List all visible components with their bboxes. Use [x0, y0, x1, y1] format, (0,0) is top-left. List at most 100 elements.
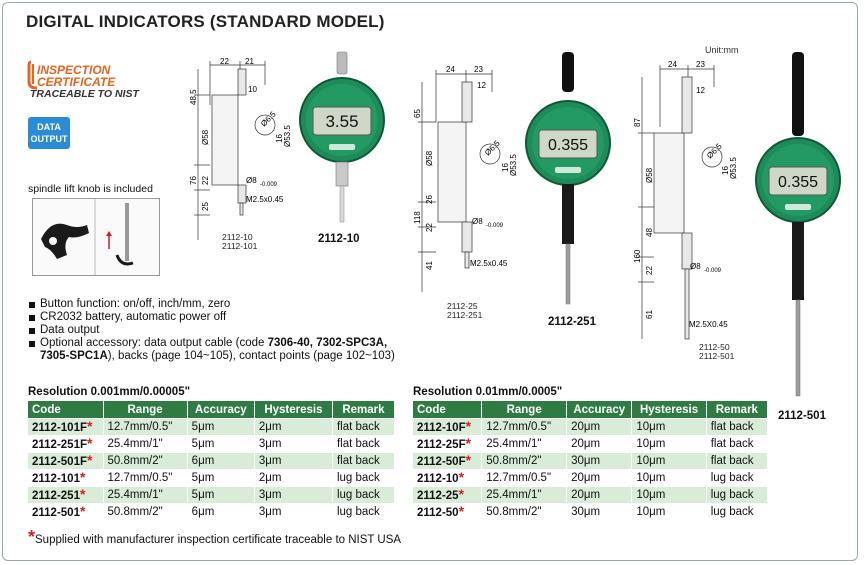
cell-remark: lug back — [705, 469, 769, 487]
indicator-2112-251: 0.355 — [525, 52, 611, 305]
feature-item: Button function: on/off, inch/mm, zero — [28, 298, 448, 311]
nist-star: * — [458, 502, 465, 519]
nist-star: * — [458, 485, 465, 502]
col-header: Accuracy — [186, 400, 255, 419]
cell-code: 2112-101* — [27, 469, 104, 487]
data-output-line1: DATA — [37, 122, 61, 132]
nist-star: * — [87, 417, 93, 434]
d2-h1: 65 — [413, 109, 422, 118]
cell-accuracy: 5μm — [186, 418, 255, 436]
cell-code: 2112-101F* — [27, 417, 104, 436]
d1-h3: 22 — [201, 176, 210, 185]
cell-range: 50.8mm/2" — [102, 503, 188, 521]
nist-star: * — [465, 417, 472, 434]
d2-h3: 26 — [425, 195, 434, 204]
cell-hysteresis: 10μm — [631, 469, 707, 487]
code-text: 2112-10F — [417, 421, 466, 434]
code-text: 2112-101 — [32, 472, 80, 485]
cell-range: 25.4mm/1" — [102, 486, 188, 504]
d2-stem: Ø8 — [472, 217, 483, 226]
cell-accuracy: 30μm — [566, 503, 633, 521]
nist-star: * — [465, 434, 472, 451]
d3-w1: 16 — [721, 166, 730, 175]
cert-line2: CERTIFICATE — [37, 75, 116, 89]
d1-dia1: Ø58 — [201, 129, 210, 145]
d1-h1: 48.5 — [190, 89, 198, 105]
table-header-row: Code Range Accuracy Hysteresis Remark — [411, 400, 769, 419]
d3-h2: 160 — [633, 249, 642, 263]
indicator-2112-10: 3.55 — [299, 51, 385, 223]
cell-hysteresis: 10μm — [631, 503, 707, 521]
cell-remark: lug back — [705, 503, 769, 521]
d1-dia3: Ø53.5 — [283, 125, 292, 147]
indicator-2112-501: 0.355 — [755, 52, 841, 397]
code-text: 2112-50 — [417, 506, 459, 519]
cell-remark: flat back — [331, 452, 396, 470]
col-header: Range — [481, 400, 568, 419]
page-title: DIGITAL INDICATORS (STANDARD MODEL) — [26, 12, 385, 31]
cell-range: 50.8mm/2" — [102, 452, 188, 470]
d3-stem: Ø8 — [690, 262, 701, 271]
nist-star: * — [458, 468, 465, 485]
d1-h2: 76 — [190, 176, 198, 185]
lift-knob-icon — [41, 199, 134, 275]
accessory-bold-1: 7306-40, 7302-SPC3A, — [267, 337, 388, 349]
d2-tol: -0.009 — [486, 223, 504, 229]
d1-top-a: 22 — [220, 57, 229, 66]
cert-line1: INSPECTION — [37, 63, 111, 77]
d3-top-b: 23 — [696, 60, 705, 69]
footnote: *Supplied with manufacturer inspection c… — [28, 528, 401, 546]
spindle-lift-label: spindle lift knob is included — [28, 183, 153, 195]
d3-tol: -0.009 — [704, 268, 722, 274]
cell-code: 2112-50* — [411, 502, 483, 521]
code-text: 2112-101F — [32, 421, 87, 434]
cell-code: 2112-501* — [27, 502, 104, 521]
cell-hysteresis: 3μm — [253, 503, 333, 521]
d3-h3: 48 — [645, 228, 654, 237]
cell-range: 12.7mm/0.5" — [102, 418, 188, 436]
footnote-star: * — [28, 527, 36, 547]
d2-w1: 16 — [501, 163, 510, 172]
data-output-line2: OUTPUT — [30, 134, 68, 144]
d1-top-b: 21 — [245, 57, 254, 66]
d3-dia3: Ø53.5 — [729, 157, 738, 179]
col-header: Remark — [331, 400, 396, 419]
accessory-text-2: ), backs (page 104~105), contact points … — [107, 350, 395, 362]
col-header: Remark — [705, 400, 769, 419]
m2-display: 0.355 — [548, 137, 588, 154]
unit-label: Unit:mm — [705, 45, 739, 55]
d3-side-a: 12 — [696, 86, 705, 95]
d2-dia1: Ø58 — [425, 150, 434, 166]
d1-code-a: 2112-10 — [222, 232, 253, 242]
cell-accuracy: 5μm — [186, 469, 255, 487]
cell-range: 12.7mm/0.5" — [481, 469, 568, 487]
d3-thread: M2.5X0.45 — [689, 320, 728, 329]
accessory-bold-2: 7305-SPC1A — [40, 350, 108, 362]
cell-code: 2112-50F* — [411, 452, 483, 470]
table-header-row: Code Range Accuracy Hysteresis Remark — [27, 400, 396, 419]
cell-accuracy: 5μm — [186, 435, 255, 453]
cell-range: 25.4mm/1" — [481, 435, 568, 453]
right-spec-table: Code Range Accuracy Hysteresis Remark 21… — [411, 400, 769, 521]
cell-remark: lug back — [331, 503, 396, 521]
nist-star: * — [79, 502, 86, 519]
m2-label: 2112-251 — [548, 316, 596, 328]
cell-hysteresis: 2μm — [253, 469, 333, 487]
cell-code: 2112-501F* — [27, 452, 104, 470]
d2-side-a: 12 — [477, 81, 486, 90]
d1-code-b: 2112-101 — [222, 241, 258, 251]
cell-remark: lug back — [705, 486, 769, 504]
feature-accessory: Optional accessory: data output cable (c… — [28, 337, 448, 363]
cell-accuracy: 20μm — [566, 486, 633, 504]
d1-thread: M2.5x0.45 — [246, 195, 284, 204]
accessory-text-1: Optional accessory: data output cable (c… — [40, 337, 268, 349]
